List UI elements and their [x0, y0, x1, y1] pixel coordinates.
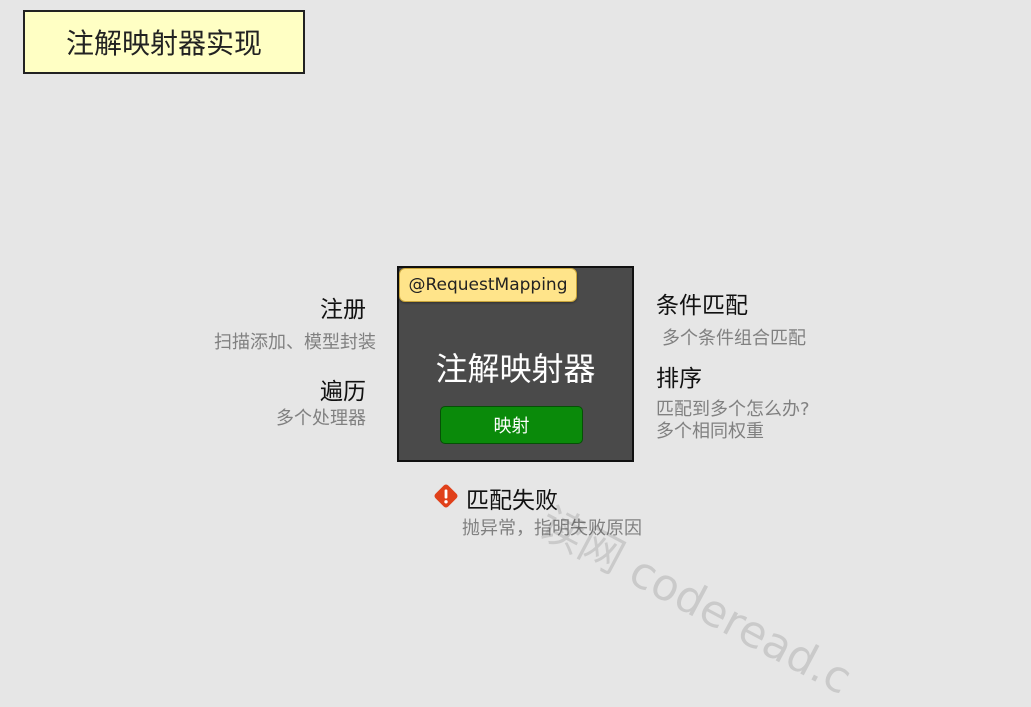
- condition-match-description: 多个条件组合匹配: [662, 328, 806, 349]
- traverse-description: 多个处理器: [276, 408, 366, 429]
- match-failure-description: 抛异常，指明失败原因: [462, 518, 642, 539]
- request-mapping-tag: @RequestMapping: [399, 268, 577, 302]
- sort-description-line1: 匹配到多个怎么办?: [656, 399, 810, 420]
- traverse-heading: 遍历: [320, 379, 366, 405]
- sort-heading: 排序: [656, 366, 702, 392]
- diagram-title: 注解映射器实现: [23, 10, 305, 74]
- mapping-button[interactable]: 映射: [440, 406, 583, 444]
- watermark-text: 读网 coderead.c: [530, 497, 860, 705]
- annotation-mapper-label: 注解映射器: [435, 350, 596, 388]
- register-heading: 注册: [320, 297, 366, 323]
- warning-icon: [434, 484, 458, 508]
- register-description: 扫描添加、模型封装: [214, 332, 376, 353]
- condition-match-heading: 条件匹配: [656, 293, 748, 319]
- sort-description-line2: 多个相同权重: [656, 421, 764, 442]
- annotation-mapper-box: @RequestMapping 注解映射器 映射: [397, 266, 634, 462]
- match-failure-heading: 匹配失败: [466, 488, 558, 514]
